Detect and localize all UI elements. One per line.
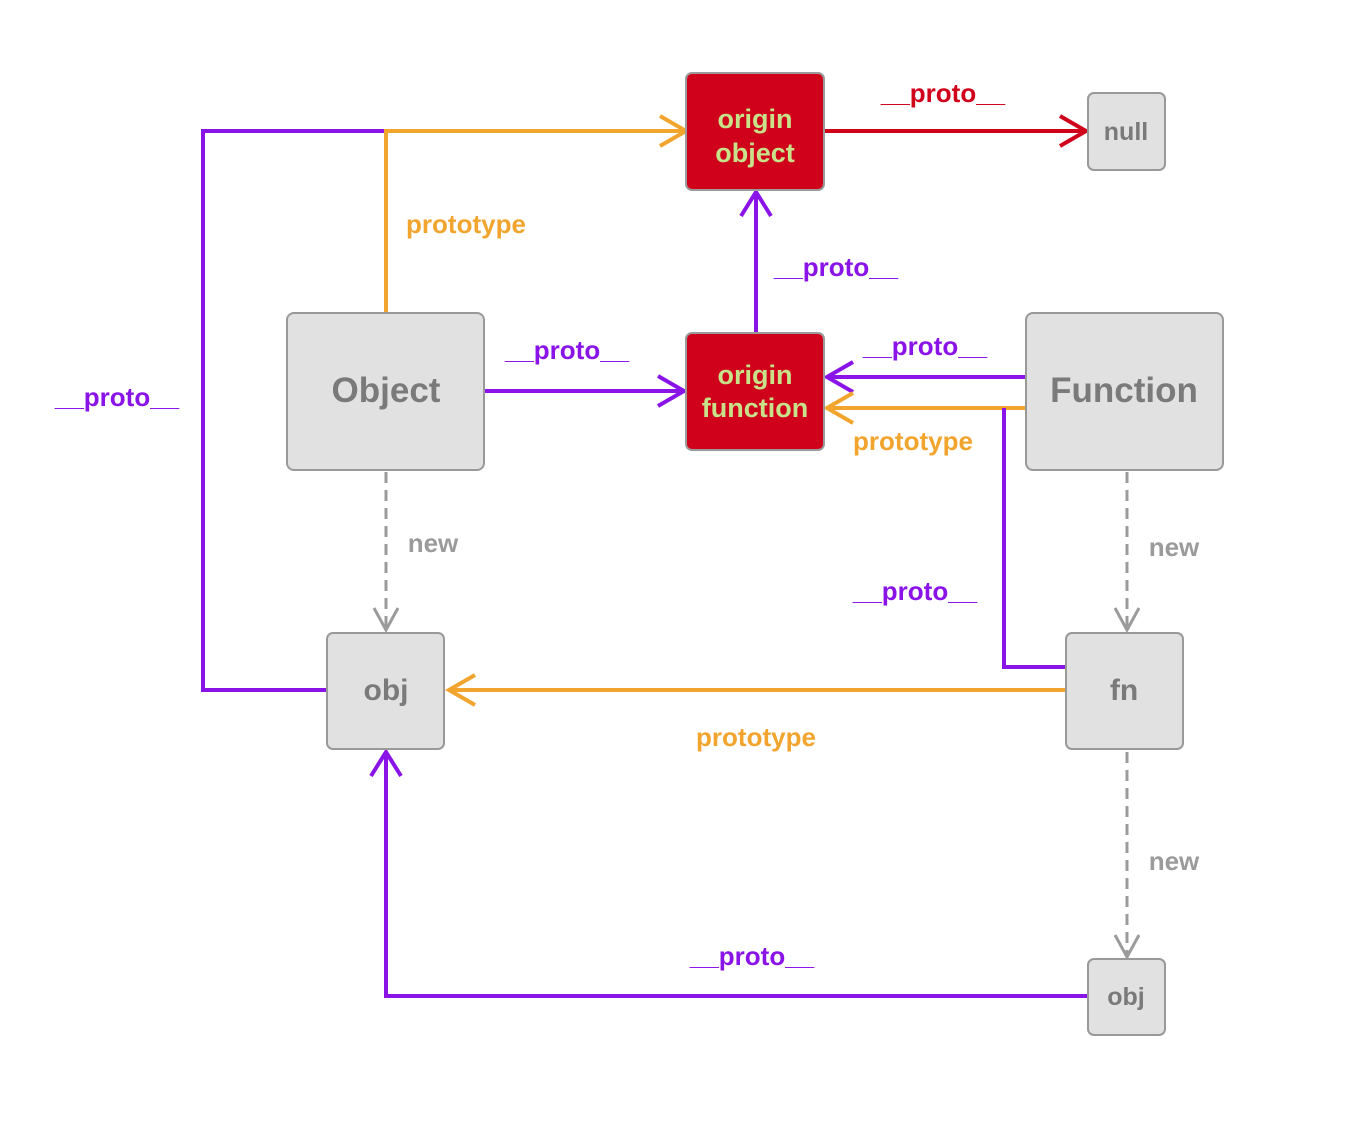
label-fn-proto: __proto__ [852, 576, 978, 606]
node-null-label: null [1104, 118, 1148, 146]
label-function-proto: __proto__ [862, 331, 988, 361]
label-function-prototype: prototype [853, 426, 973, 456]
node-origin-function: origin function [685, 332, 825, 451]
node-origin-function-line2: function [702, 393, 808, 423]
node-fn-label: fn [1110, 674, 1138, 707]
label-object-to-origin-function: __proto__ [504, 335, 630, 365]
node-origin-function-line1: origin [718, 360, 793, 390]
node-obj-left: obj [326, 632, 445, 750]
label-obj-bottom-proto: __proto__ [689, 941, 815, 971]
node-obj-left-label: obj [364, 674, 409, 707]
arrowhead-function-proto [822, 360, 854, 394]
label-function-new: new [1149, 532, 1200, 562]
arrowhead-origin-object-to-null [1059, 114, 1091, 148]
node-origin-object: origin object [685, 72, 825, 191]
node-object-label: Object [332, 371, 441, 410]
edge-obj-left-proto [201, 129, 386, 692]
node-null: null [1087, 92, 1166, 171]
arrowhead-fn-prototype [444, 673, 476, 707]
label-object-new: new [408, 528, 459, 558]
arrowhead-fn-new [1113, 934, 1141, 961]
edge-fn-proto [1002, 408, 1066, 669]
node-obj-bottom: obj [1087, 958, 1166, 1036]
arrowhead-object-to-origin-function [657, 374, 689, 408]
node-origin-object-line1: origin [718, 104, 793, 134]
node-obj-bottom-label: obj [1107, 983, 1145, 1011]
label-origin-object-to-null: __proto__ [880, 78, 1006, 108]
label-obj-left-proto: __proto__ [54, 382, 180, 412]
arrowhead-obj-bottom-proto [369, 748, 403, 778]
arrowhead-origin-function-to-origin-object [739, 188, 773, 218]
arrowhead-function-new [1113, 607, 1141, 634]
node-object: Object [286, 312, 485, 471]
label-fn-prototype: prototype [696, 722, 816, 752]
arrowhead-object-new [372, 607, 400, 634]
node-function: Function [1025, 312, 1224, 471]
node-fn: fn [1065, 632, 1184, 750]
edge-object-prototype [384, 129, 684, 313]
label-origin-function-to-origin-object: __proto__ [773, 252, 899, 282]
arrowhead-function-prototype [822, 391, 854, 425]
node-function-label: Function [1050, 371, 1198, 410]
node-origin-object-line2: object [715, 138, 795, 168]
label-fn-new: new [1149, 846, 1200, 876]
edge-obj-bottom-proto [384, 754, 1088, 998]
label-object-prototype: prototype [406, 209, 526, 239]
